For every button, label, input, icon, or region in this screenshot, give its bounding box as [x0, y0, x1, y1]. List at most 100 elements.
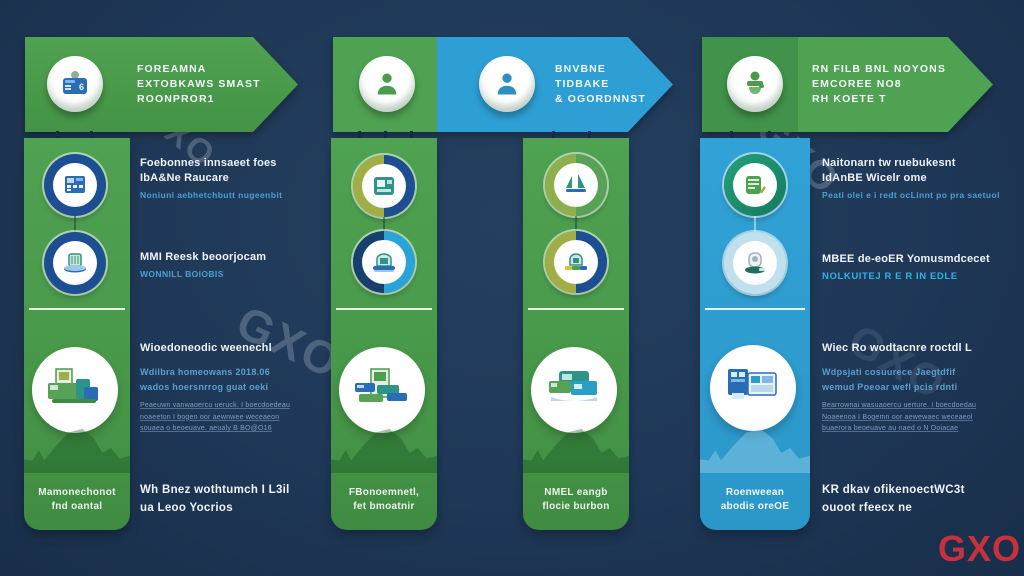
strip-2: FBonoemnetl, fet bmoatnir	[331, 138, 437, 530]
banner-2-line-2: TIDBAKE	[555, 78, 610, 90]
banner-1-text: FOREAMNA EXTOBKAWS SMAST ROONPROR1	[137, 62, 261, 107]
footer-heading: ua Leoo Yocrios	[140, 502, 233, 514]
screen-icon	[362, 164, 406, 208]
heading: Wiec Ro wodtacnre roctdl L	[822, 342, 972, 354]
paragraph-line: wemud Poeoar wefl pcis rdnti	[822, 382, 958, 392]
badge-connector-line	[383, 217, 385, 231]
banner-3-circle	[727, 56, 783, 112]
heading: Wioedoneodic weenechl	[140, 342, 272, 354]
banner-3-line-3: RH KOETE T	[812, 93, 887, 105]
subtext: WONNILL BOIOBIS	[140, 269, 224, 279]
col2-section-1: Naitonarn tw ruebukesnt IdAnBE Wicelr om…	[822, 156, 1017, 200]
gxo-logo: GXO	[938, 528, 1022, 569]
banner-1-line-3: ROONPROR1	[137, 93, 215, 105]
strip-1-badge-1	[44, 154, 106, 216]
paragraph: Wdilbra homeowans 2018.06 wados hoersnrr…	[140, 365, 335, 395]
banner-1: 6 FOREAMNA EXTOBKAWS SMAST ROONPROR1	[25, 37, 298, 132]
svg-text:6: 6	[79, 82, 84, 92]
connector-tick	[730, 131, 733, 141]
connector-tick	[56, 131, 59, 141]
heading: IdAnBE Wicelr ome	[822, 172, 927, 184]
footer-heading: KR dkav ofikenoectWC3t	[822, 484, 965, 496]
strip-2-caption-line-2: fet bmoatnir	[353, 501, 415, 512]
landscape-silhouette	[24, 428, 130, 473]
worker-icon	[747, 71, 764, 94]
banner-2-line-1: BNVBNE	[555, 63, 606, 75]
banner-1-circle: 6	[47, 56, 103, 112]
banner-3-line-1: RN FILB BNL NOYONS	[812, 63, 946, 75]
strip-4-badge-1	[724, 154, 786, 216]
strip-2-caption: FBonoemnetl, fet bmoatnir	[335, 486, 433, 514]
connector-tick	[768, 131, 771, 141]
calculator-icon	[53, 163, 97, 207]
col1-section-1: Foebonnes innsaeet foes IbA&Ne Raucare N…	[140, 156, 335, 200]
strip-3-badge-1	[545, 154, 607, 216]
fine-print-line: souaea o beoeuave. aeualy B BO@O16	[140, 425, 272, 432]
fine-print-line: Noaeenoa I Bogemn oor aewewaec weceaeol	[822, 413, 973, 421]
strip-1: Mamonechonot fnd oantal	[24, 138, 130, 530]
badge-connector-line	[575, 216, 577, 231]
strip-3-illustration-circle	[531, 347, 617, 433]
fine-print-line: buaerora beoeuave au naed o N Ooiacae	[822, 425, 959, 432]
strip-2-badge-1	[353, 155, 415, 217]
col2-section-3: Wiec Ro wodtacnre roctdl L Wdpsjati cosu…	[822, 341, 1017, 435]
products-illustration	[355, 368, 407, 402]
col2-section-4: KR dkav ofikenoectWC3t ouoot rfeecx ne	[822, 481, 1017, 517]
fine-print-line: Peaeuwn vanwaoercu ueruck. I boecdoedeau	[140, 402, 291, 409]
person-icon	[497, 73, 517, 95]
strip-4-caption-line-2: abodis oreOE	[720, 501, 790, 512]
strip-1-badge-2	[44, 232, 106, 294]
fine-print-line: noaeeton I bogen oor aewnwee weceaeon	[140, 413, 280, 421]
subtext: NOLKUITEJ R E R IN EDLE	[822, 271, 958, 282]
connector-tick	[552, 131, 555, 141]
banner-2-circle-green	[359, 56, 415, 112]
banner-2-arrow: BNVBNE TIDBAKE & OGORDNNST	[333, 37, 673, 132]
heading: Foebonnes innsaeet foes	[140, 157, 277, 169]
banner-3: RN FILB BNL NOYONS EMCOREE NO8 RH KOETE …	[702, 37, 993, 132]
paragraph: Wdpsjati cosuurece Jaegtdfif wemud Poeoa…	[822, 365, 1017, 395]
strip-4-badge-2	[724, 232, 786, 294]
connector-tick	[410, 131, 413, 141]
strip-2-caption-line-1: FBonoemnetl,	[348, 487, 420, 498]
heading: MBEE de-eoER Yomusmdcecet	[822, 253, 990, 265]
person-icon	[733, 241, 777, 285]
banner-1-line-2: EXTOBKAWS SMAST	[137, 78, 261, 90]
strip-2-illustration-circle	[339, 347, 425, 433]
heading: Naitonarn tw ruebukesnt	[822, 157, 956, 169]
footer-heading: Wh Bnez wothtumch I L3il	[140, 484, 290, 496]
person-icon	[377, 73, 397, 95]
banner-2-line-3: & OGORDNNST	[555, 93, 646, 105]
banner-3-arrow: RN FILB BNL NOYONS EMCOREE NO8 RH KOETE …	[702, 37, 993, 132]
conveyor-icon	[554, 240, 598, 284]
fine-print-line: Bearrownai wasuaoercu uerture. I boecdoe…	[822, 402, 977, 409]
strip-4: Roenweean abodis oreOE	[700, 138, 810, 530]
strip-2-badge-2	[353, 231, 415, 293]
landscape-silhouette	[700, 428, 810, 473]
banner-1-arrow: 6 FOREAMNA EXTOBKAWS SMAST ROONPROR1	[25, 37, 298, 132]
heading: MMI Reesk beoorjocam	[140, 251, 267, 263]
col1-section-4: Wh Bnez wothtumch I L3il ua Leoo Yocrios	[140, 481, 335, 517]
paragraph-line: wados hoersnrrog guat oeki	[140, 382, 269, 392]
banner-2-circle-blue	[479, 56, 535, 112]
strip-1-caption-line-2: fnd oantal	[51, 501, 103, 512]
paragraph-line: Wdpsjati cosuurece Jaegtdfif	[822, 367, 956, 377]
connector-tick	[588, 131, 591, 141]
col1-section-3: Wioedoneodic weenechl Wdilbra homeowans …	[140, 341, 335, 435]
heading: IbA&Ne Raucare	[140, 172, 229, 184]
strip-1-caption-line-1: Mamonechonot	[38, 487, 116, 498]
strip-4-caption: Roenweean abodis oreOE	[704, 486, 806, 514]
blue-warehouse-illustration	[728, 369, 777, 399]
connector-tick	[384, 131, 387, 141]
badge-connector-line	[754, 216, 756, 232]
connector-tick	[90, 131, 93, 141]
landscape-silhouette	[331, 428, 437, 473]
strip-3-caption-line-2: flocie burbon	[542, 501, 610, 512]
banner-2-text: BNVBNE TIDBAKE & OGORDNNST	[555, 62, 646, 107]
strip-divider	[336, 308, 432, 310]
banner-3-line-2: EMCOREE NO8	[812, 78, 902, 90]
strip-4-illustration-circle	[710, 345, 796, 431]
footer-heading: ouoot rfeecx ne	[822, 502, 913, 514]
banner-1-line-1: FOREAMNA	[137, 63, 207, 75]
card-icon	[733, 163, 777, 207]
